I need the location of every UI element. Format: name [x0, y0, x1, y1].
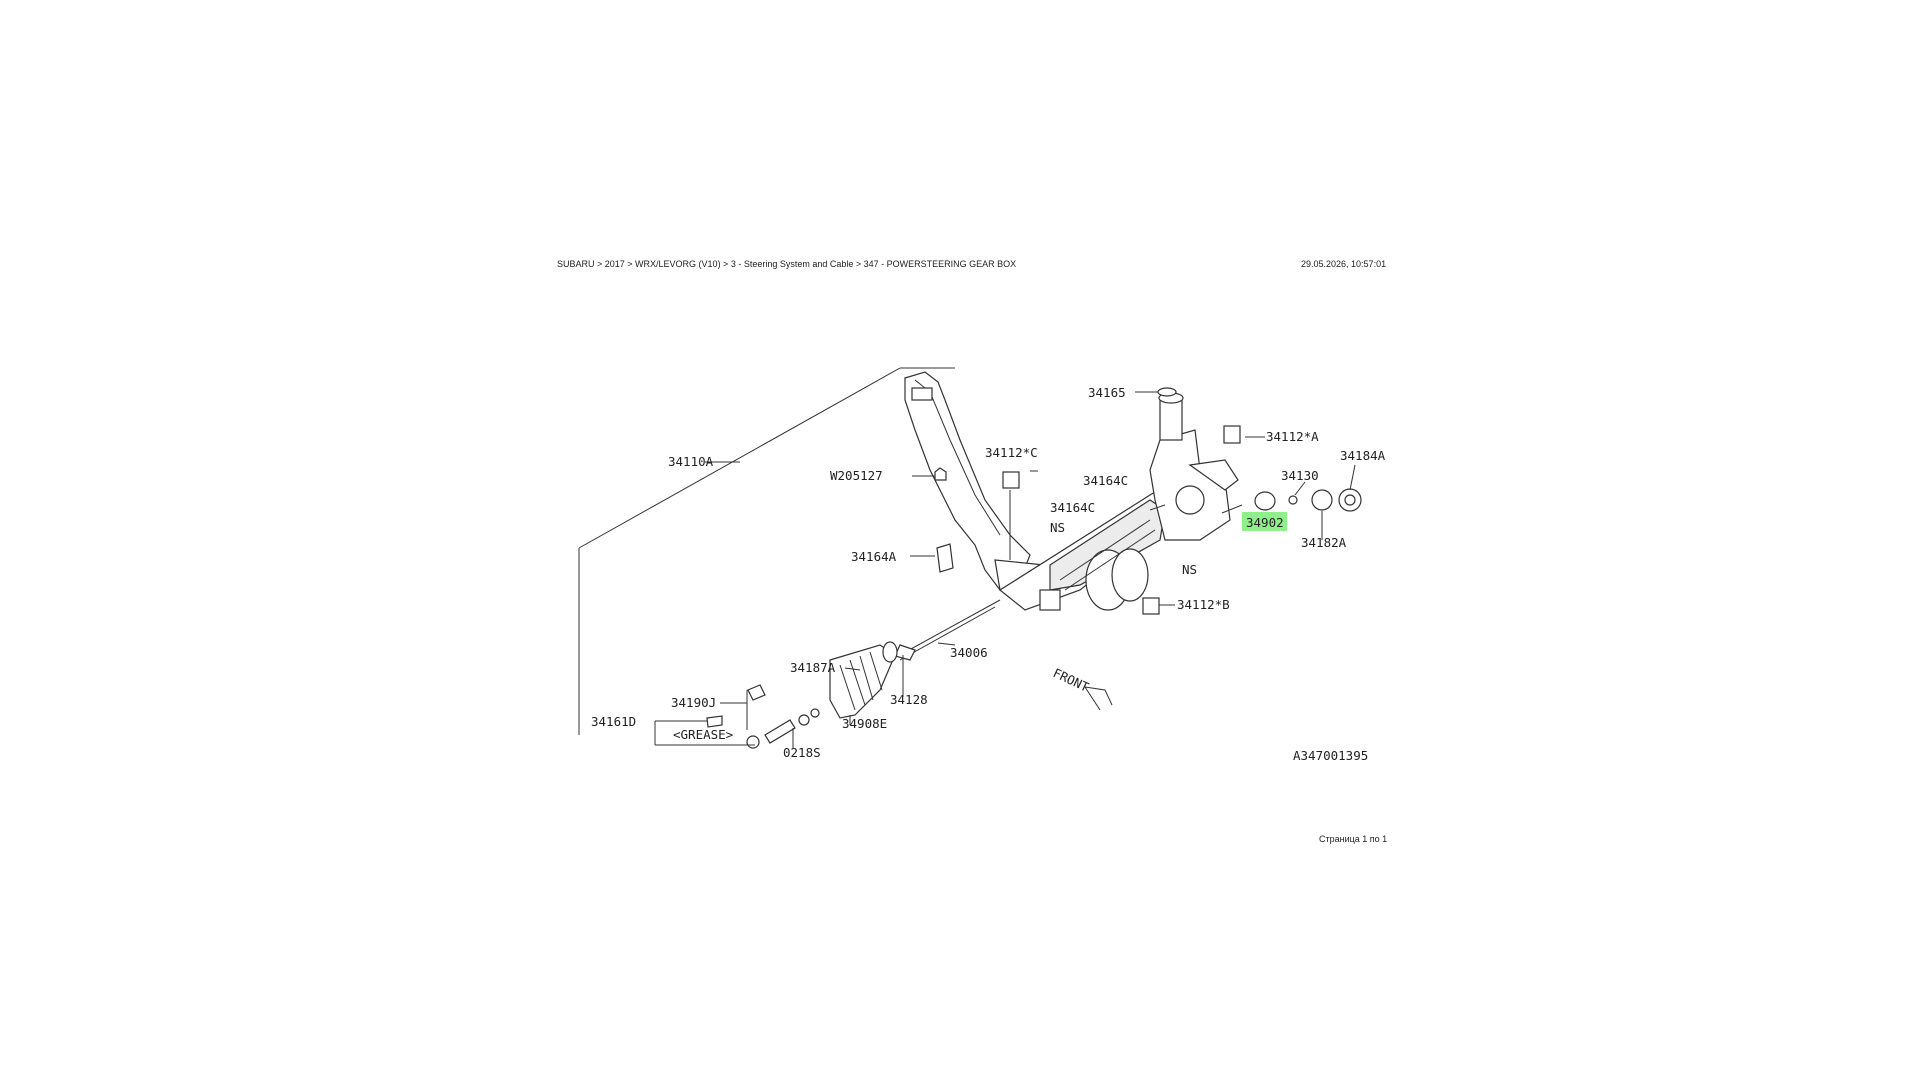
- diagram-code: A347001395: [1293, 748, 1368, 763]
- label-34164c-top: 34164C: [1083, 473, 1128, 488]
- label-34110a: 34110A: [668, 454, 714, 469]
- label-34187a: 34187A: [790, 660, 836, 675]
- label-34184a: 34184A: [1340, 448, 1386, 463]
- label-front: FRONT: [1051, 665, 1092, 695]
- breadcrumb: SUBARU > 2017 > WRX/LEVORG (V10) > 3 - S…: [557, 259, 1017, 269]
- rack-housing-shape: [998, 479, 1191, 611]
- label-0218s: 0218S: [783, 745, 821, 760]
- label-34161d: 34161D: [591, 714, 636, 729]
- label-ns-right: NS: [1182, 562, 1197, 577]
- label-grease: <GREASE>: [673, 727, 733, 742]
- page-counter: Страница 1 по 1: [1319, 834, 1388, 844]
- label-34164a: 34164A: [851, 549, 897, 564]
- label-34190j: 34190J: [671, 695, 716, 710]
- label-34128: 34128: [890, 692, 928, 707]
- label-ns-left: NS: [1050, 520, 1065, 535]
- front-direction-arrow: [1084, 686, 1113, 711]
- label-34165: 34165: [1088, 385, 1126, 400]
- label-34130: 34130: [1281, 468, 1319, 483]
- label-34112-b: 34112*B: [1177, 597, 1230, 612]
- small-parts: [934, 387, 1362, 615]
- pinion-housing-shape: [1149, 392, 1239, 541]
- leader-lines: [654, 391, 1356, 748]
- label-w205127: W205127: [830, 468, 883, 483]
- highlighted-part-marker: [1242, 512, 1287, 531]
- label-34908e: 34908E: [842, 716, 887, 731]
- label-34182a: 34182A: [1301, 535, 1347, 550]
- label-34112-c: 34112*C: [985, 445, 1038, 460]
- mounting-bracket-shape: [904, 371, 1051, 591]
- tie-rod-assembly: [706, 599, 1001, 749]
- label-34112-a: 34112*A: [1266, 429, 1319, 444]
- print-timestamp: 29.05.2026, 10:57:01: [1301, 259, 1387, 269]
- label-34164c-mid: 34164C: [1050, 500, 1095, 515]
- label-34006: 34006: [950, 645, 988, 660]
- assembly-boundary: [578, 367, 955, 735]
- label-34902: 34902: [1246, 515, 1284, 530]
